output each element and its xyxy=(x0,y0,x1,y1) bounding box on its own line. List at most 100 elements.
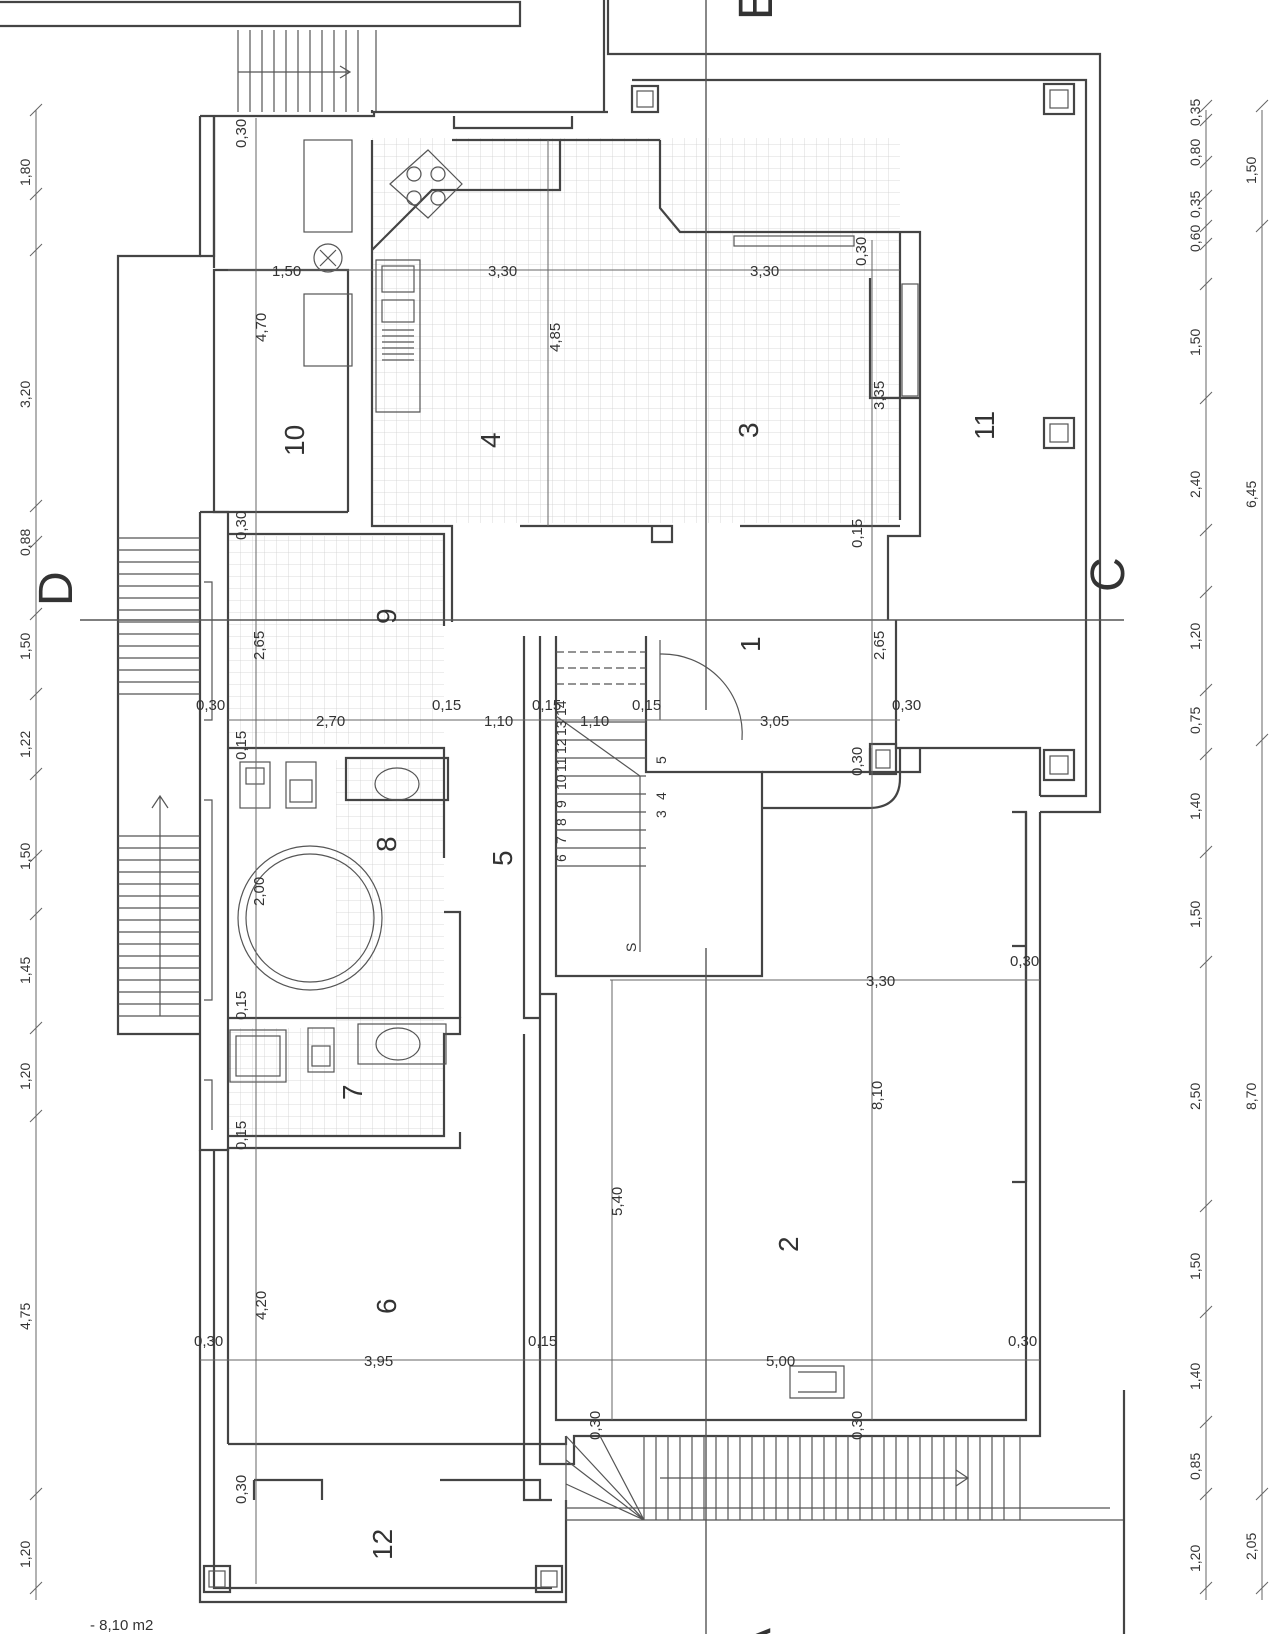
stair-step-9: 9 xyxy=(553,800,569,808)
dim-v-3: 0,30 xyxy=(853,237,870,266)
room-number-7: 7 xyxy=(337,1084,368,1100)
dim-right-13: 0,85 xyxy=(1187,1453,1203,1480)
dim-bottom-4: 0,30 xyxy=(1008,1333,1037,1350)
room-number-3: 3 xyxy=(733,422,764,438)
dim-v-16: 8,10 xyxy=(869,1081,886,1110)
dim-bottom-0: 0,30 xyxy=(194,1333,223,1350)
room-number-6: 6 xyxy=(371,1298,402,1314)
kitchen-fixtures xyxy=(303,139,919,413)
dim-left-5: 1,50 xyxy=(17,843,33,870)
dim-low-1: 0,30 xyxy=(1010,953,1039,970)
room-number-5: 5 xyxy=(487,850,518,866)
tile-kitchen-dining xyxy=(372,138,900,523)
dim-v-9: 0,30 xyxy=(849,747,866,776)
dim-top-0: 1,50 xyxy=(272,263,301,280)
dim-left-6: 1,45 xyxy=(17,957,33,984)
stair-s: S xyxy=(623,943,639,952)
stair-step-14: 14 xyxy=(553,700,569,716)
dim-top-2: 3,30 xyxy=(750,263,779,280)
dim-mid-0: 0,30 xyxy=(196,697,225,714)
dim-mid-4: 0,15 xyxy=(532,697,561,714)
dim-left-2: 0,88 xyxy=(17,529,33,556)
dim-left-3: 1,50 xyxy=(17,633,33,660)
dim-mid-5: 1,10 xyxy=(580,713,609,730)
dim-mid-3: 1,10 xyxy=(484,713,513,730)
dim-right-1: 0,80 xyxy=(1187,139,1203,166)
dim-v-2: 4,85 xyxy=(547,323,564,352)
dim-v-5: 0,30 xyxy=(233,511,250,540)
room-number-1: 1 xyxy=(735,636,766,652)
dim-right-0: 0,35 xyxy=(1187,99,1203,126)
internal-stair: 14 13 12 11 10 9 8 7 6 5 4 3 S xyxy=(553,640,743,952)
dim-v-14: 0,30 xyxy=(233,1475,250,1504)
dim-mid-6: 0,15 xyxy=(632,697,661,714)
dim-v-13: 4,20 xyxy=(253,1291,270,1320)
dim-right-12: 1,40 xyxy=(1187,1363,1203,1390)
dim-right-14: 1,20 xyxy=(1187,1545,1203,1572)
dim-v-0: 0,30 xyxy=(233,119,250,148)
dim-left-7: 1,20 xyxy=(17,1063,33,1090)
dim-right-10: 2,50 xyxy=(1187,1083,1203,1110)
stair-step-13: 13 xyxy=(553,720,569,736)
room-number-12: 12 xyxy=(367,1529,398,1560)
dim-v-15: 5,40 xyxy=(609,1187,626,1216)
room-number-11: 11 xyxy=(969,411,1000,440)
dim-left-1: 3,20 xyxy=(17,381,33,408)
dim-right-11: 1,50 xyxy=(1187,1253,1203,1280)
columns xyxy=(202,82,1076,1594)
stair-step-3: 3 xyxy=(653,810,669,818)
dim-bottom-2: 0,15 xyxy=(528,1333,557,1350)
stair-step-8: 8 xyxy=(553,818,569,826)
tile-room-9 xyxy=(228,536,444,744)
area-footnote: - 8,10 m2 xyxy=(90,1617,153,1634)
dim-right-9: 1,50 xyxy=(1187,901,1203,928)
dim-v-17: 0,30 xyxy=(587,1411,604,1440)
dim-right-3: 0,35 xyxy=(1187,191,1203,218)
dim-v-12: 0,15 xyxy=(233,1121,250,1150)
stair-step-4: 4 xyxy=(653,792,669,800)
stair-step-6: 6 xyxy=(553,854,569,862)
dim-left-8: 4,75 xyxy=(17,1303,33,1330)
dim-v-19: 2,00 xyxy=(251,877,268,906)
room-number-2: 2 xyxy=(773,1236,804,1252)
dim-left-4: 1,22 xyxy=(17,731,33,758)
top-stair xyxy=(0,0,522,112)
room-number-4: 4 xyxy=(475,432,506,448)
stair-step-7: 7 xyxy=(553,836,569,844)
dim-right-7: 0,75 xyxy=(1187,707,1203,734)
stair-step-5: 5 xyxy=(653,756,669,764)
dim-right-4: 1,50 xyxy=(1187,329,1203,356)
dim-right-outer-1: 6,45 xyxy=(1243,481,1259,508)
dim-right-outer-0: 1,50 xyxy=(1243,157,1259,184)
dim-right-outer-3: 2,05 xyxy=(1243,1533,1259,1560)
dim-mid-7: 3,05 xyxy=(760,713,789,730)
dim-v-1: 4,70 xyxy=(253,313,270,342)
room-number-8: 8 xyxy=(371,836,402,852)
dim-mid-1: 2,70 xyxy=(316,713,345,730)
dim-v-8: 2,65 xyxy=(871,631,888,660)
dim-v-4: 3,35 xyxy=(871,381,888,410)
dim-right-5: 2,40 xyxy=(1187,471,1203,498)
dim-v-7: 2,65 xyxy=(251,631,268,660)
stair-step-11: 11 xyxy=(553,757,569,772)
dim-mid-8: 0,30 xyxy=(892,697,921,714)
dim-bottom-1: 3,95 xyxy=(364,1353,393,1370)
stair-step-12: 12 xyxy=(553,738,569,754)
dim-left-9: 1,20 xyxy=(17,1541,33,1568)
room-number-9: 9 xyxy=(371,608,402,624)
dim-low-0: 3,30 xyxy=(866,973,895,990)
axis-label-a: A xyxy=(728,1628,781,1634)
dim-right-outer-2: 8,70 xyxy=(1243,1083,1259,1110)
bathroom-fixtures xyxy=(229,761,447,1083)
stair-step-10: 10 xyxy=(553,774,569,790)
dim-v-18: 0,30 xyxy=(849,1411,866,1440)
axis-label-c: C xyxy=(1082,557,1135,592)
axis-label-e: E xyxy=(730,0,783,20)
axis-label-d: D xyxy=(30,571,83,606)
room-number-10: 10 xyxy=(279,425,310,456)
dim-v-10: 0,15 xyxy=(233,731,250,760)
dim-v-6: 0,15 xyxy=(849,519,866,548)
dim-right-6: 1,20 xyxy=(1187,623,1203,650)
dimension-lines xyxy=(29,99,1269,1600)
